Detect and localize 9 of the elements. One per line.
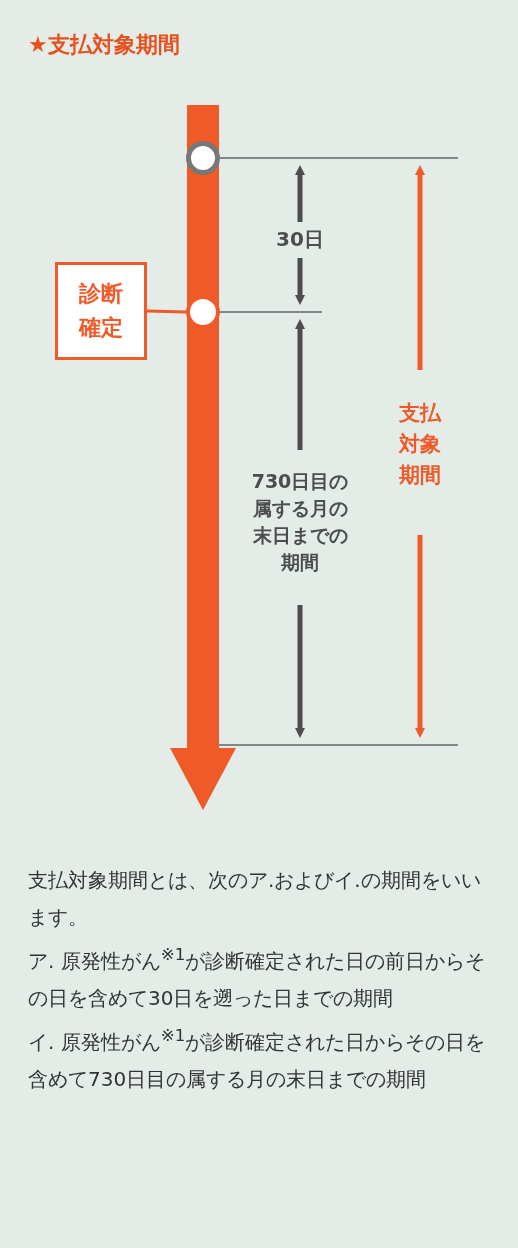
paragraph: 支払対象期間とは、次のア.およびイ.の期間をいいます。 <box>28 867 482 931</box>
dimension-label: 支払対象期間 <box>397 400 443 489</box>
paragraph: ア. 原発性がん$^{※1}$が診断確定された日の前日からその日を含めて30日を遡った日までの期間 <box>28 944 487 1012</box>
connector-line <box>146 309 187 314</box>
dimension-label: 730日目の属する月の末日までの期間 <box>250 469 350 575</box>
paragraph: イ. 原発性がん$^{※1}$が診断確定された日からその日を含めて730日目の属する月の末日までの期間 <box>28 1025 487 1093</box>
label-box: 診断確定 <box>55 262 147 360</box>
title: ★支払対象期間 <box>28 31 180 59</box>
dimension-label: 30日 <box>275 226 325 253</box>
